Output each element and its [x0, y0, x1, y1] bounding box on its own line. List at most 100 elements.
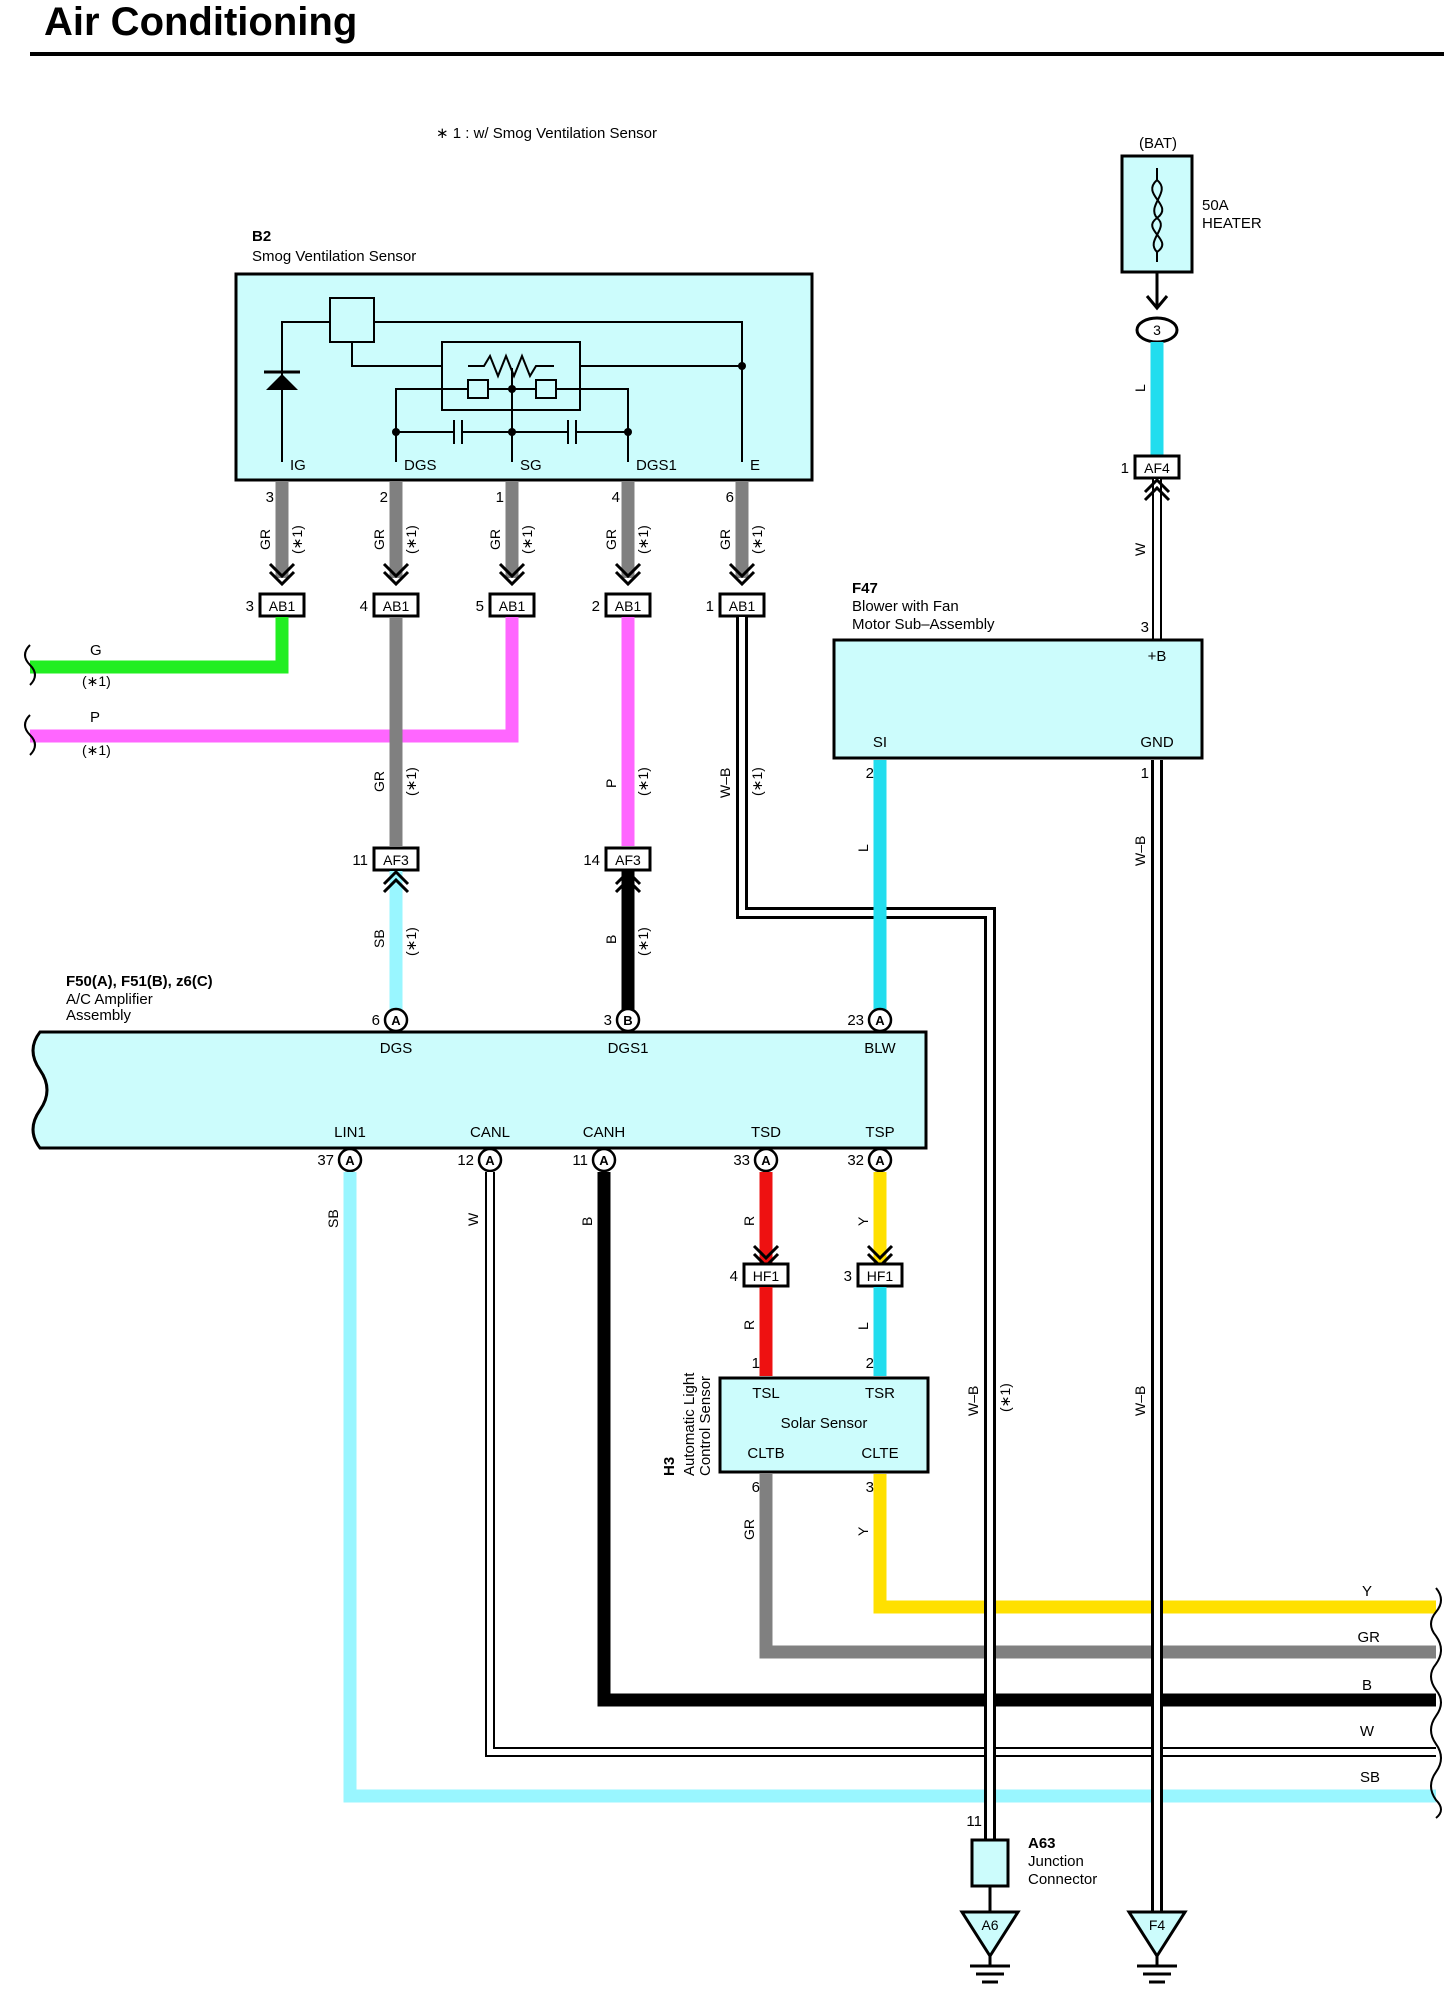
svg-text:GR: GR: [717, 529, 733, 550]
b2-diode: [264, 370, 300, 390]
svg-text:F4: F4: [1149, 1917, 1166, 1933]
wire-a63-mark: (∗1): [997, 1383, 1013, 1412]
svg-text:33: 33: [733, 1152, 750, 1169]
svg-text:4: 4: [360, 598, 368, 615]
b2-terminals: IG DGS SG DGS1 E: [290, 457, 760, 474]
svg-text:HF1: HF1: [867, 1268, 894, 1284]
svg-text:IG: IG: [290, 457, 306, 474]
svg-text:AB1: AB1: [499, 598, 526, 614]
wire-lin1-label: SB: [325, 1209, 341, 1228]
svg-text:AF3: AF3: [383, 852, 409, 868]
fuse-arrowhead: [1145, 295, 1169, 311]
svg-text:A: A: [875, 1013, 885, 1028]
a63-pin: 11: [966, 1813, 982, 1830]
wire-g-mark: (∗1): [82, 673, 111, 689]
ground-a6: A6: [959, 1910, 1021, 1984]
svg-text:1: 1: [496, 489, 504, 506]
b2-pin-numbers: 3 2 1 4 6: [266, 489, 734, 506]
svg-text:1: 1: [706, 598, 714, 615]
crossing-wires: [984, 1560, 1163, 1912]
svg-text:AB1: AB1: [269, 598, 296, 614]
wire-sb-af3-label: SB: [371, 929, 387, 948]
svg-text:5: 5: [476, 598, 484, 615]
ab1-connectors: AB1 AB1 AB1 AB1 AB1 3 4 5 2 1: [246, 592, 766, 618]
svg-text:AB1: AB1: [383, 598, 410, 614]
svg-text:14: 14: [583, 852, 600, 869]
wire-cltb-label: GR: [741, 1519, 757, 1540]
p-break-mark: [24, 714, 36, 756]
f47-pin-b: 3: [1141, 619, 1149, 636]
svg-text:CANH: CANH: [583, 1124, 626, 1141]
svg-text:SG: SG: [520, 457, 542, 474]
wire-g-label: G: [90, 642, 102, 659]
f47-line2: Motor Sub–Assembly: [852, 616, 995, 633]
hf1-connectors: HF1 HF1 4 3: [730, 1262, 904, 1288]
svg-text:A: A: [391, 1013, 401, 1028]
h3-term-tsr: TSR: [865, 1385, 895, 1402]
f47-code: F47: [852, 580, 878, 597]
af3-arrowheads: [382, 869, 642, 894]
svg-text:DGS: DGS: [380, 1040, 413, 1057]
amp-line1: A/C Amplifier: [66, 991, 153, 1008]
svg-text:3: 3: [246, 598, 254, 615]
wire-l-fuse-label: L: [1132, 384, 1148, 392]
wire-r-tsd-label: R: [741, 1216, 757, 1226]
af4-arrowheads: [1143, 477, 1171, 502]
svg-text:11: 11: [572, 1152, 588, 1169]
b2-wire-color-labels: GR GR GR GR GR: [257, 529, 733, 550]
wire-e-label: W–B: [717, 768, 733, 798]
svg-text:AB1: AB1: [615, 598, 642, 614]
svg-text:2: 2: [592, 598, 600, 615]
g-break-mark: [24, 644, 36, 686]
amp-top-pins: A B A 6 3 23 DGS DGS1 BLW: [372, 1007, 897, 1057]
svg-text:2: 2: [380, 489, 388, 506]
wire-p-ab1-af3-label: P: [603, 779, 619, 788]
b2-code: B2: [252, 228, 271, 245]
svg-text:B: B: [623, 1013, 632, 1028]
fuse-name: HEATER: [1202, 215, 1262, 232]
wire-p-left: [30, 617, 519, 743]
svg-text:CANL: CANL: [470, 1124, 510, 1141]
wire-b-af3-label: B: [603, 935, 619, 944]
svg-text:A: A: [761, 1153, 771, 1168]
amp-box: [31, 1030, 928, 1150]
wire-e-mark: (∗1): [749, 767, 765, 796]
svg-text:GR: GR: [603, 529, 619, 550]
b2-option-marks: (∗1) (∗1) (∗1) (∗1) (∗1): [289, 525, 765, 554]
svg-text:W: W: [1360, 1723, 1375, 1740]
af4-label: AF4: [1144, 460, 1170, 476]
wire-p-label: P: [90, 709, 100, 726]
svg-text:3: 3: [266, 489, 274, 506]
af3-connectors: AF3 AF3 11 14: [352, 846, 652, 872]
footnote: ∗ 1 : w/ Smog Ventilation Sensor: [436, 125, 657, 142]
svg-text:6: 6: [726, 489, 734, 506]
svg-text:BLW: BLW: [864, 1040, 896, 1057]
ground-f4: F4: [1126, 1910, 1188, 1984]
svg-text:SB: SB: [1360, 1769, 1380, 1786]
wire-y-tsp-label: Y: [855, 1216, 871, 1226]
f47-pin-si: 2: [866, 765, 874, 782]
svg-text:23: 23: [847, 1012, 864, 1029]
svg-text:B: B: [1362, 1677, 1372, 1694]
f47-pin-gnd: 1: [1141, 765, 1149, 782]
f47-term-si: SI: [873, 734, 887, 751]
a63-line1: Junction: [1028, 1853, 1084, 1870]
svg-text:(∗1): (∗1): [635, 525, 651, 554]
h3-term-cltb: CLTB: [747, 1445, 784, 1462]
wire-w-af4-label: W: [1132, 542, 1148, 556]
svg-text:GR: GR: [371, 529, 387, 550]
f47-box: [832, 638, 1204, 760]
h3-pin-tsr: 2: [866, 1355, 874, 1372]
wire-canh-label: B: [579, 1217, 595, 1226]
h3-pin-tsl: 1: [752, 1355, 760, 1372]
svg-text:TSP: TSP: [865, 1124, 894, 1141]
wire-canl-label: W: [465, 1212, 481, 1226]
svg-text:(∗1): (∗1): [403, 525, 419, 554]
right-break-mark: [1430, 1587, 1442, 1819]
svg-text:GR: GR: [1358, 1629, 1381, 1646]
svg-text:TSD: TSD: [751, 1124, 781, 1141]
a63-line2: Connector: [1028, 1871, 1097, 1888]
wire-gr-ab1-af3-label: GR: [371, 771, 387, 792]
svg-text:GR: GR: [257, 529, 273, 550]
svg-text:AF3: AF3: [615, 852, 641, 868]
